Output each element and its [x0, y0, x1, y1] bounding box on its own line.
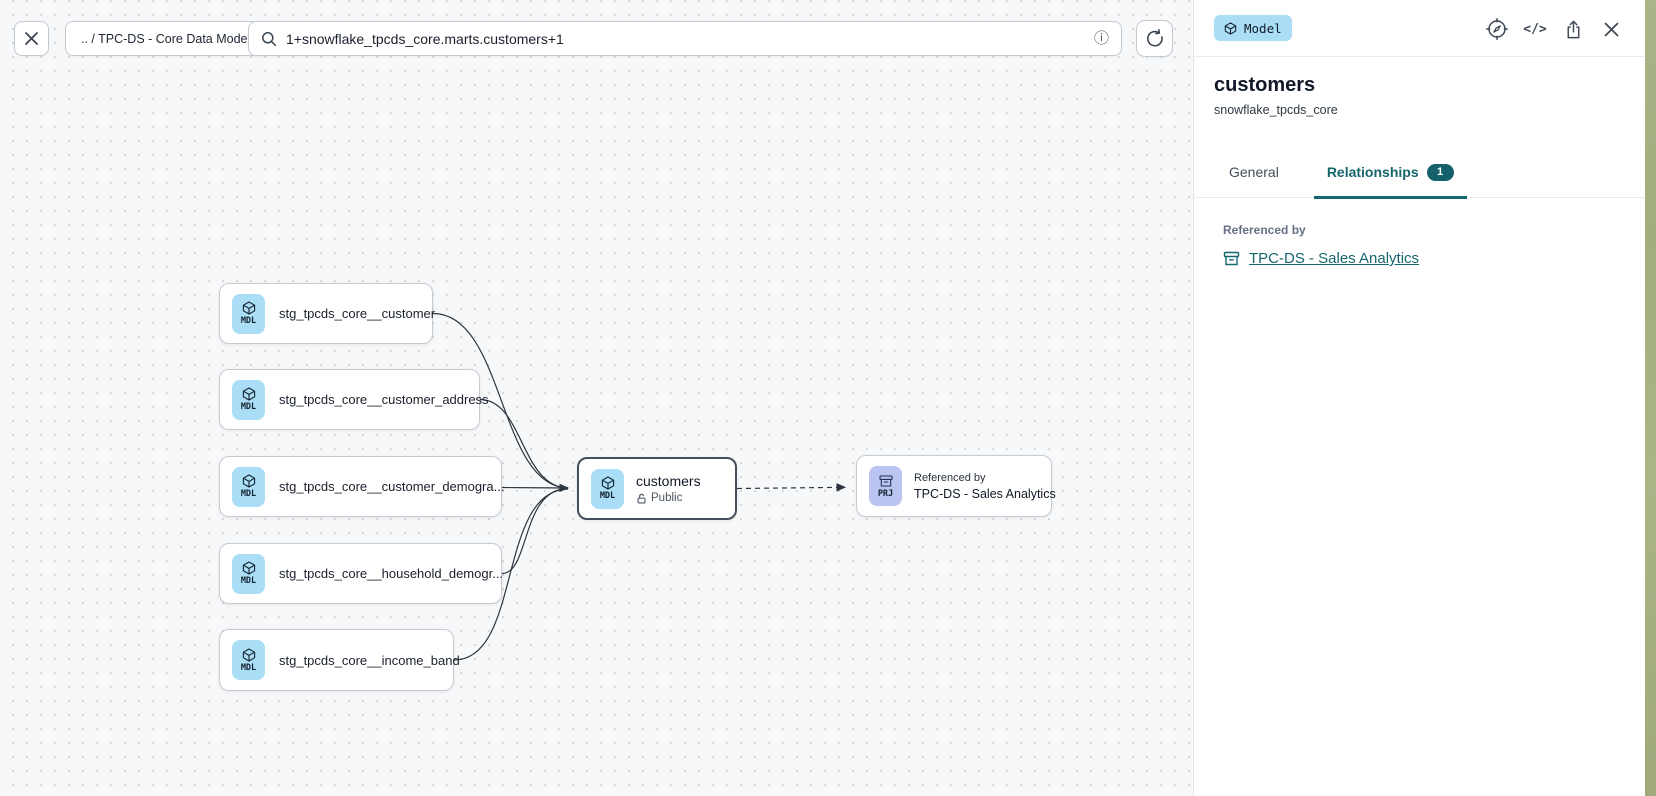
node-label: stg_tpcds_core__household_demogr...: [279, 566, 504, 581]
node-access: Public: [636, 492, 701, 504]
refresh-lineage-button[interactable]: [1136, 20, 1173, 57]
details-panel-header: Model </>: [1194, 0, 1645, 57]
node-badge-label: MDL: [240, 662, 257, 673]
explore-lineage-button[interactable]: [1485, 17, 1509, 41]
node-label: TPC-DS - Sales Analytics: [914, 486, 1056, 501]
graph-node-stg-income-band[interactable]: MDL stg_tpcds_core__income_band: [219, 629, 460, 691]
archive-icon: [1223, 251, 1240, 266]
referenced-project-link[interactable]: TPC-DS - Sales Analytics: [1223, 250, 1419, 267]
tab-general-label: General: [1229, 164, 1279, 180]
close-lineage-button[interactable]: [14, 21, 49, 56]
graph-node-stg-customer-demographics[interactable]: MDL stg_tpcds_core__customer_demogra...: [219, 456, 505, 517]
tab-relationships[interactable]: Relationships 1: [1313, 148, 1467, 199]
model-type-icon: MDL: [232, 553, 265, 594]
node-label: customers: [636, 473, 701, 489]
node-badge-label: MDL: [599, 491, 616, 501]
search-icon: [262, 31, 277, 46]
resource-type-badge: Model: [1214, 15, 1292, 41]
cube-icon: [242, 647, 255, 662]
node-label: stg_tpcds_core__income_band: [279, 652, 460, 668]
share-button[interactable]: [1561, 17, 1585, 41]
breadcrumb-label: .. / TPC-DS - Core Data Models: [81, 31, 257, 46]
node-label: stg_tpcds_core__customer: [279, 306, 436, 321]
compass-icon: [1486, 18, 1508, 40]
project-type-icon: PRJ: [869, 466, 902, 506]
cube-icon: [242, 561, 255, 575]
cube-icon: [1224, 21, 1237, 35]
close-icon: [1604, 22, 1618, 36]
model-type-icon: MDL: [232, 293, 265, 334]
node-badge-label: MDL: [240, 316, 257, 326]
node-badge-label: MDL: [240, 402, 257, 412]
archive-icon: [878, 474, 893, 487]
model-type-icon: MDL: [232, 466, 265, 507]
resource-type-label: Model: [1244, 20, 1282, 36]
view-code-button[interactable]: </>: [1523, 17, 1547, 41]
node-badge-label: MDL: [240, 576, 257, 586]
cube-icon: [242, 474, 255, 488]
lineage-edges: [432, 312, 847, 661]
referenced-project-link-label: TPC-DS - Sales Analytics: [1249, 250, 1420, 267]
graph-node-sales-analytics-project[interactable]: PRJ Referenced by TPC-DS - Sales Analyti…: [856, 455, 1056, 517]
cube-icon: [242, 301, 255, 315]
tab-relationships-label: Relationships: [1326, 164, 1419, 180]
node-caption: Referenced by: [914, 471, 986, 484]
node-access-label: Public: [651, 492, 683, 504]
search-input[interactable]: [286, 30, 1085, 47]
code-icon: </>: [1523, 21, 1547, 37]
info-icon[interactable]: ⓘ: [1093, 30, 1109, 47]
model-type-icon: MDL: [232, 640, 265, 680]
cube-icon: [242, 387, 255, 401]
page-title: customers: [1214, 74, 1316, 96]
relationships-count-badge: 1: [1426, 163, 1454, 181]
graph-node-stg-household-demographics[interactable]: MDL stg_tpcds_core__household_demogr...: [219, 543, 504, 604]
unlock-icon: [637, 493, 646, 503]
node-label: stg_tpcds_core__customer_demogra...: [279, 479, 505, 494]
tab-general[interactable]: General: [1216, 148, 1292, 199]
graph-node-customers-selected[interactable]: MDL customers Public: [577, 457, 737, 520]
node-badge-label: MDL: [240, 489, 257, 499]
lineage-search: ⓘ: [248, 21, 1122, 56]
close-icon: [25, 32, 38, 45]
lineage-canvas[interactable]: .. / TPC-DS - Core Data Models ⓘ MDL: [0, 0, 1193, 796]
referenced-by-heading: Referenced by: [1223, 223, 1306, 237]
cube-icon: [601, 476, 614, 490]
share-icon: [1567, 20, 1579, 38]
model-type-icon: MDL: [591, 468, 624, 509]
close-panel-button[interactable]: [1599, 17, 1623, 41]
desktop-background-edge: [1645, 0, 1656, 796]
schema-subtitle: snowflake_tpcds_core: [1214, 103, 1338, 117]
model-type-icon: MDL: [232, 379, 265, 420]
panel-tabs: General Relationships 1: [1194, 148, 1645, 199]
node-badge-label: PRJ: [877, 488, 894, 499]
refresh-icon: [1146, 28, 1163, 47]
breadcrumb[interactable]: .. / TPC-DS - Core Data Models: [65, 21, 273, 56]
details-panel: Model </>: [1193, 0, 1645, 796]
node-label: stg_tpcds_core__customer_address: [279, 392, 489, 407]
graph-node-stg-customer-address[interactable]: MDL stg_tpcds_core__customer_address: [219, 369, 489, 430]
graph-node-stg-customer[interactable]: MDL stg_tpcds_core__customer: [219, 283, 436, 344]
